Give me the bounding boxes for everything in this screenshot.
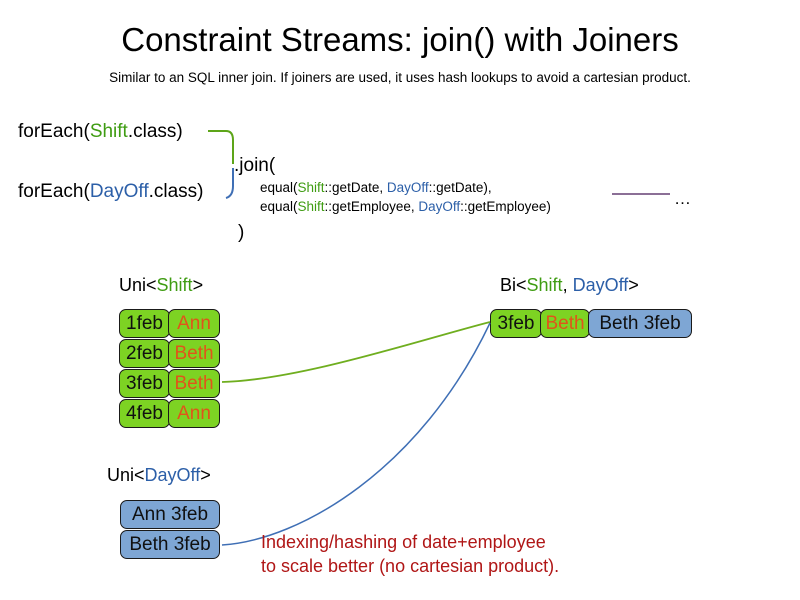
- code-join-arg-2-left-method: ::getEmployee,: [324, 199, 419, 214]
- shift-date-cell: 2feb: [119, 339, 170, 368]
- annotation-line-1: Indexing/hashing of date+employee: [261, 532, 546, 552]
- annotation-line-2: to scale better (no cartesian product).: [261, 556, 560, 576]
- table-row[interactable]: 2feb Beth: [119, 339, 220, 368]
- code-join-close: ): [238, 222, 245, 243]
- label-uni-dayoff-prefix: Uni<: [107, 465, 145, 485]
- label-bi-prefix: Bi<: [500, 275, 527, 295]
- code-join-arg-2-right-type: DayOff: [418, 199, 461, 214]
- code-foreach-shift-type: Shift: [89, 121, 128, 142]
- shift-date-text: 1feb: [126, 313, 163, 334]
- shift-date-cell: 1feb: [119, 309, 170, 338]
- dayoff-cell: Ann 3feb: [120, 500, 220, 529]
- code-foreach-shift-prefix: forEach(: [18, 121, 90, 142]
- shift-employee-cell: Beth: [168, 369, 220, 398]
- label-bi-type-a: Shift: [526, 275, 563, 295]
- code-join-arg-2-prefix: equal(: [260, 199, 298, 214]
- shift-employee-text: Beth: [174, 343, 214, 364]
- shift-employee-cell: Ann: [168, 309, 220, 338]
- table-row[interactable]: 4feb Ann: [119, 399, 220, 428]
- shift-date-cell: 3feb: [119, 369, 170, 398]
- code-join-arg-1-left-type: Shift: [297, 180, 325, 195]
- code-foreach-dayoff-suffix: .class): [148, 181, 204, 202]
- uni-shift-table: 1feb Ann 2feb Beth 3feb Beth 4feb Ann: [119, 309, 220, 429]
- code-join-arg-1-prefix: equal(: [260, 180, 298, 195]
- label-bi-stream: Bi<Shift, DayOff>: [500, 274, 639, 296]
- code-join-arg-2: equal(Shift::getEmployee, DayOff::getEmp…: [260, 198, 551, 215]
- code-join-open: .join(: [234, 155, 276, 176]
- bi-table: 3feb Beth Beth 3feb: [490, 309, 692, 338]
- bi-shift-employee-text: Beth: [545, 313, 585, 334]
- label-bi-suffix: >: [628, 275, 639, 295]
- shift-employee-text: Ann: [177, 403, 211, 424]
- shift-employee-cell: Beth: [168, 339, 220, 368]
- table-row[interactable]: 3feb Beth Beth 3feb: [490, 309, 692, 338]
- dayoff-text: Beth 3feb: [129, 534, 211, 555]
- page-subtitle: Similar to an SQL inner join. If joiners…: [109, 70, 691, 85]
- continuation-rule: [612, 193, 670, 195]
- dayoff-to-bi-connector: [221, 322, 491, 546]
- code-foreach-dayoff-prefix: forEach(: [18, 181, 90, 202]
- list-item[interactable]: Beth 3feb: [120, 530, 220, 559]
- bi-dayoff-cell: Beth 3feb: [588, 309, 692, 338]
- code-connector-shift-line: [208, 130, 234, 164]
- uni-dayoff-table: Ann 3feb Beth 3feb: [120, 500, 220, 560]
- label-uni-shift: Uni<Shift>: [119, 274, 203, 296]
- annotation-note: Indexing/hashing of date+employee to scal…: [261, 530, 559, 578]
- code-join-arg-1-left-method: ::getDate,: [324, 180, 387, 195]
- bi-dayoff-text: Beth 3feb: [599, 313, 681, 334]
- list-item[interactable]: Ann 3feb: [120, 500, 220, 529]
- label-uni-shift-prefix: Uni<: [119, 275, 157, 295]
- bi-shift-employee-cell: Beth: [540, 309, 590, 338]
- label-bi-sep: ,: [562, 275, 573, 295]
- code-join-arg-1-right-type: DayOff: [386, 180, 429, 195]
- label-uni-shift-suffix: >: [192, 275, 204, 295]
- shift-date-cell: 4feb: [119, 399, 170, 428]
- label-uni-shift-type: Shift: [156, 275, 193, 295]
- table-row[interactable]: 1feb Ann: [119, 309, 220, 338]
- code-join-arg-2-left-type: Shift: [297, 199, 325, 214]
- label-bi-type-b: DayOff: [572, 275, 629, 295]
- label-uni-dayoff: Uni<DayOff>: [107, 464, 211, 486]
- code-connector-dayoff-line: [225, 168, 234, 199]
- shift-employee-cell: Ann: [168, 399, 220, 428]
- dayoff-text: Ann 3feb: [131, 504, 209, 525]
- shift-date-text: 3feb: [126, 373, 163, 394]
- code-foreach-dayoff-type: DayOff: [89, 181, 149, 202]
- code-foreach-shift-suffix: .class): [127, 121, 183, 142]
- shift-employee-text: Ann: [177, 313, 211, 334]
- label-uni-dayoff-type: DayOff: [144, 465, 201, 485]
- code-join-arg-2-right-method: ::getEmployee): [460, 199, 551, 214]
- bi-shift-date-text: 3feb: [497, 313, 535, 334]
- bi-shift-date-cell: 3feb: [490, 309, 542, 338]
- dayoff-cell: Beth 3feb: [120, 530, 220, 559]
- code-foreach-dayoff: forEach(DayOff.class): [18, 181, 204, 203]
- shift-employee-text: Beth: [174, 373, 214, 394]
- label-uni-dayoff-suffix: >: [200, 465, 211, 485]
- code-foreach-shift: forEach(Shift.class): [18, 121, 183, 143]
- code-join-arg-1-right-method: ::getDate),: [428, 180, 492, 195]
- continuation-ellipsis: …: [674, 189, 691, 208]
- shift-date-text: 4feb: [126, 403, 163, 424]
- shift-date-text: 2feb: [126, 343, 163, 364]
- code-join-arg-1: equal(Shift::getDate, DayOff::getDate),: [260, 179, 492, 196]
- page-title: Constraint Streams: join() with Joiners: [121, 21, 679, 58]
- shift-to-bi-connector: [221, 321, 491, 383]
- table-row[interactable]: 3feb Beth: [119, 369, 220, 398]
